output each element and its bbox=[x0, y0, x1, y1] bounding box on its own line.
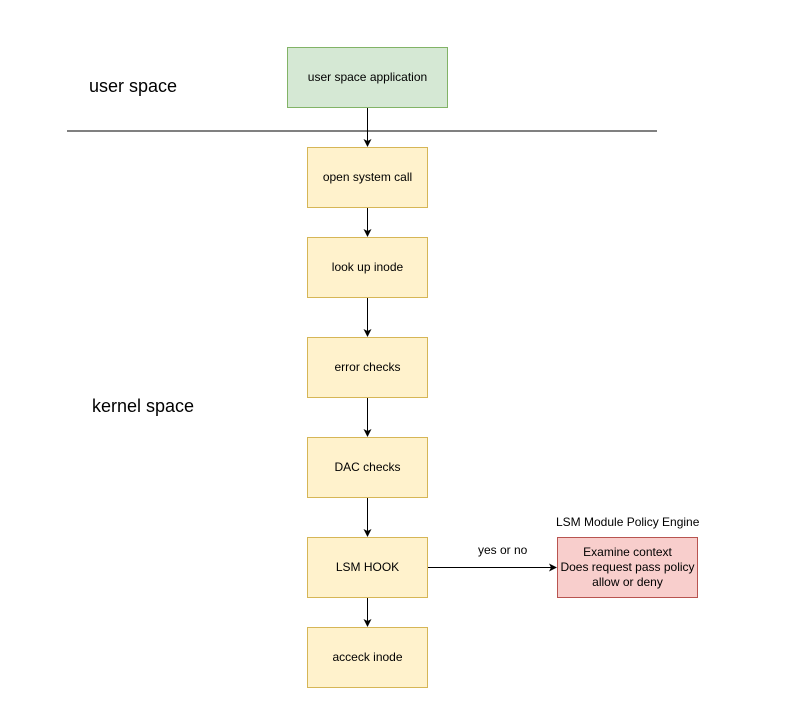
user-space-label: user space bbox=[89, 76, 178, 96]
policy-engine-line-1: Examine context bbox=[583, 545, 672, 559]
dac-checks-box: DAC checks bbox=[307, 437, 428, 498]
policy-engine-title: LSM Module Policy Engine bbox=[556, 515, 700, 529]
kernel-space-label: kernel space bbox=[92, 396, 195, 416]
look-up-inode-box: look up inode bbox=[307, 237, 428, 298]
yes-or-no-edge-label: yes or no bbox=[478, 543, 528, 557]
error-checks-box: error checks bbox=[307, 337, 428, 398]
open-system-call-box: open system call bbox=[307, 147, 428, 208]
policy-engine-box: Examine context Does request pass policy… bbox=[557, 537, 698, 598]
policy-engine-line-2: Does request pass policy bbox=[560, 560, 695, 574]
policy-engine-line-3: allow or deny bbox=[592, 575, 663, 589]
user-space-application-box: user space application bbox=[287, 47, 448, 108]
access-inode-box: acceck inode bbox=[307, 627, 428, 688]
lsm-hook-box: LSM HOOK bbox=[307, 537, 428, 598]
